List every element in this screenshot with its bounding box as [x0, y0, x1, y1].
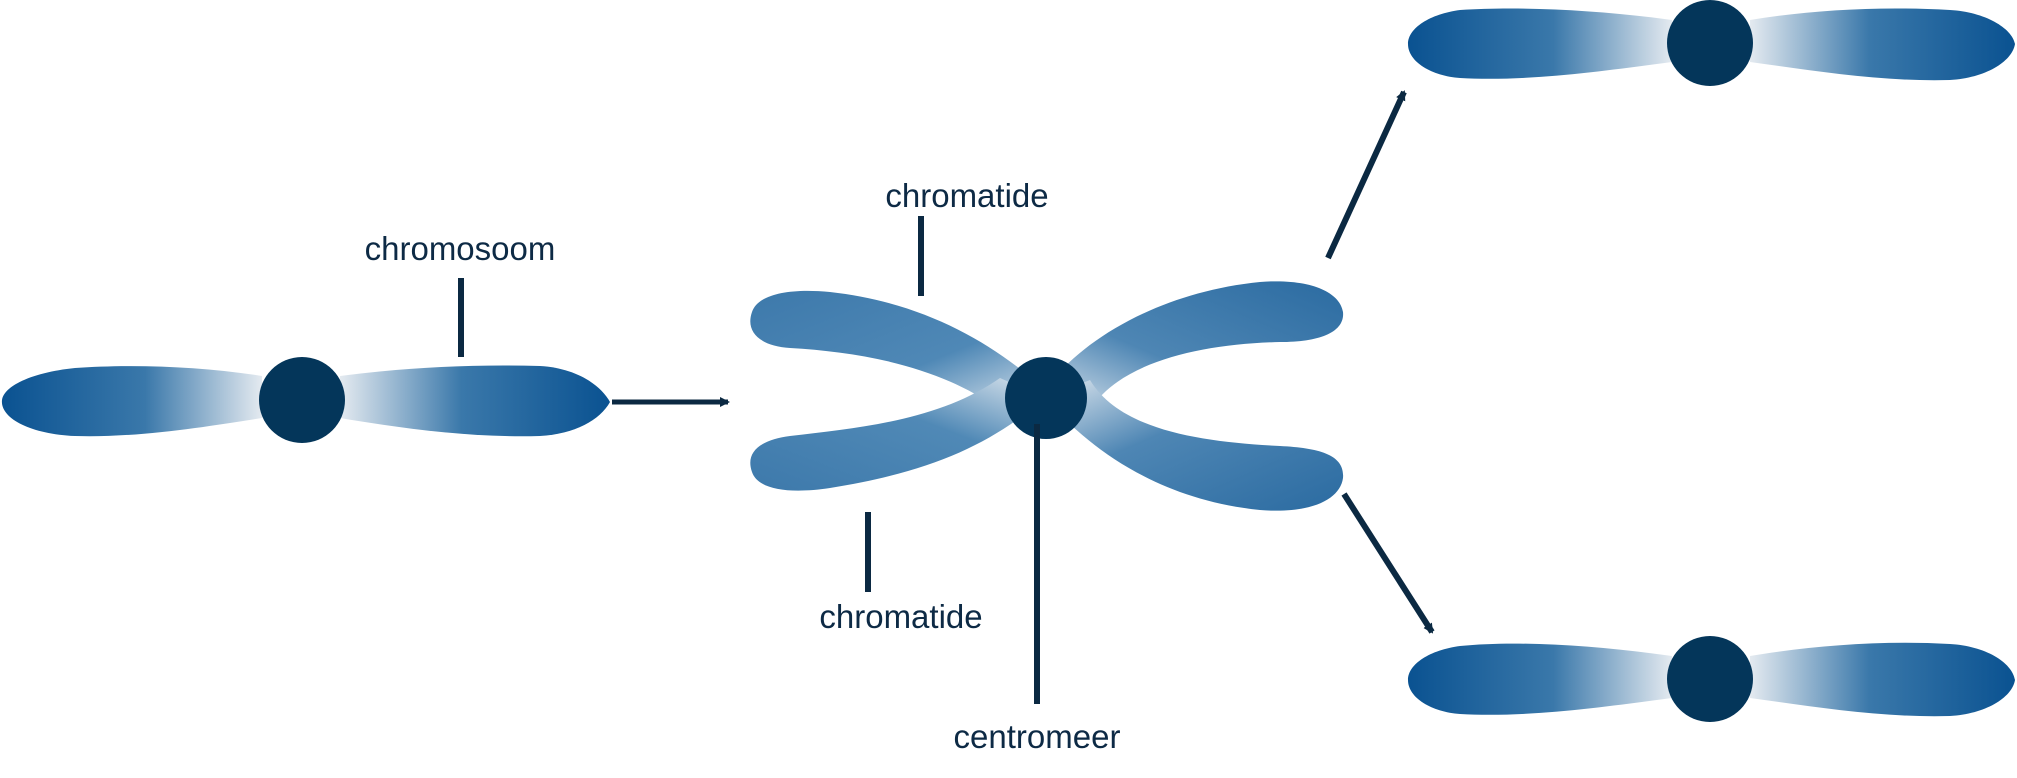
chromatid-bottom-label: chromatide [819, 598, 982, 635]
lower-daughter-centromere [1667, 636, 1753, 722]
chromosome-label: chromosoom [365, 230, 556, 267]
chromatid-arm-upper-right [1045, 281, 1344, 410]
chromatid-top-label: chromatide [885, 177, 1048, 214]
duplicated-centromere [1005, 357, 1087, 439]
duplicated-chromosome [750, 281, 1344, 511]
chromosome-centromere [259, 357, 345, 443]
lower-daughter-left-arm [1408, 643, 1672, 715]
chromatid-arm-lower-right [1045, 380, 1344, 511]
arrow-to-lower-daughter [1341, 492, 1435, 634]
upper-daughter-centromere [1667, 0, 1753, 86]
chromosome-right-arm [340, 365, 610, 437]
daughter-chromosome-lower [1408, 636, 2015, 722]
arrow-to-upper-daughter [1325, 90, 1407, 260]
lower-daughter-right-arm [1750, 642, 2015, 717]
upper-daughter-right-arm [1750, 8, 2015, 81]
daughter-chromosome-upper [1408, 0, 2015, 86]
chromosome-left-arm [1, 366, 262, 437]
upper-daughter-left-arm [1408, 8, 1672, 79]
centromere-label: centromeer [954, 718, 1121, 755]
chromatid-arm-lower-left [750, 378, 1045, 491]
single-chromosome [1, 357, 610, 443]
chromatid-arm-upper-left [750, 290, 1045, 410]
